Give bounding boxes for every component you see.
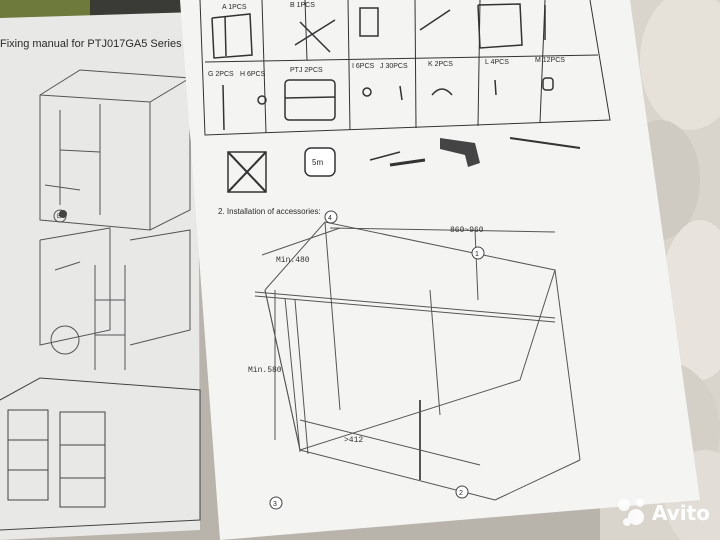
part-ptj-label: PTJ 2PCS	[290, 67, 323, 74]
part-g-label: G 2PCS	[208, 71, 234, 78]
part-m-label: M 12PCS	[535, 57, 565, 64]
drill-icon	[440, 138, 480, 167]
step-title: 2. Installation of accessories:	[218, 207, 321, 216]
manual-page-left: Fixing manual for PTJ017GA5 Series B	[0, 12, 201, 540]
part-a-label: A 1PCS	[222, 4, 247, 11]
part-k-label: K 2PCS	[428, 61, 453, 68]
callout-markers: 1 2 3 4	[269, 210, 485, 510]
part-i-label: I 6PCS	[352, 63, 375, 70]
part-h-label: H 6PCS	[240, 71, 266, 78]
detail-callout-label: B	[57, 214, 61, 220]
detail-callout	[59, 210, 67, 218]
part-l-label: L 4PCS	[485, 59, 509, 66]
callout-4: 4	[328, 215, 332, 222]
avito-logo-text: Avito	[652, 501, 710, 525]
dim-height: Min.580	[248, 366, 282, 375]
callout-1: 1	[475, 251, 479, 258]
screwdriver-long-icon	[509, 137, 581, 149]
avito-watermark: Avito	[618, 499, 710, 526]
parts-table	[199, 0, 611, 136]
dim-depth: Min.480	[276, 256, 310, 265]
screwdriver-icon	[389, 158, 426, 167]
dim-width: 860~960	[450, 226, 484, 235]
callout-3: 3	[273, 501, 277, 508]
tape-label: 5m	[312, 158, 323, 167]
manual-title: Fixing manual for PTJ017GA5 Series	[0, 38, 182, 50]
dim-offset: >412	[344, 436, 363, 445]
callout-2: 2	[459, 490, 463, 497]
manual-page-right: A 1PCS B 1PCS G 2PCS H 6PCS PTJ 2PCS I 6…	[180, 0, 700, 540]
pencil-icon	[369, 151, 401, 161]
part-b-label: B 1PCS	[290, 2, 315, 9]
part-j-label: J 30PCS	[380, 63, 408, 70]
tape-measure-icon	[304, 147, 336, 177]
avito-dots-icon	[618, 499, 644, 526]
tools-row: 5m	[227, 137, 581, 193]
